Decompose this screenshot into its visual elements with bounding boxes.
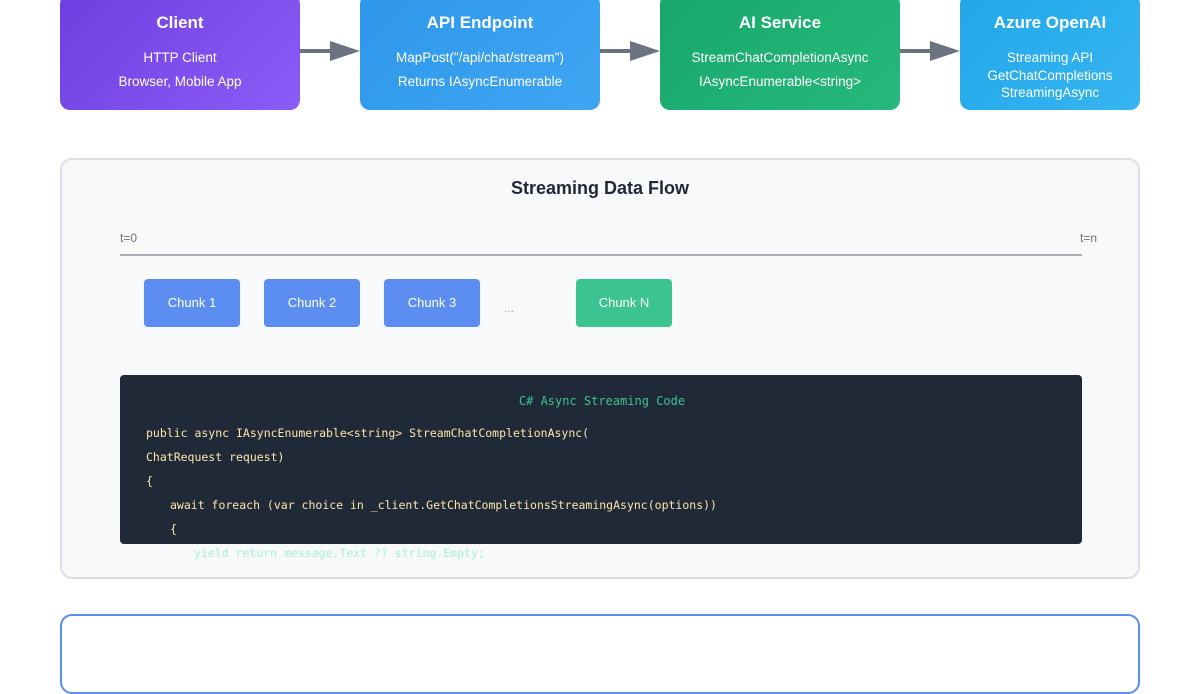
ai-service-box: AI Service StreamChatCompletionAsync IAs… [660,0,900,110]
code-line: ChatRequest request) [146,450,285,464]
code-title: C# Async Streaming Code [518,394,686,408]
chunk-n: Chunk N [576,279,672,327]
api-endpoint-line-1: MapPost("/api/chat/stream") [396,50,564,65]
code-line: yield return message.Text ?? string.Empt… [194,546,485,560]
code-block [120,375,1082,544]
code-line: public async IAsyncEnumerable<string> St… [146,426,590,440]
ai-service-title: AI Service [738,13,822,32]
azure-openai-line-2: GetChatCompletions [987,68,1113,83]
api-endpoint-title: API Endpoint [426,13,534,32]
azure-openai-line-3: StreamingAsync [1000,85,1100,100]
bottom-panel [60,614,1140,694]
timeline-end-label: t=n [1080,231,1098,245]
azure-openai-title: Azure OpenAI [993,13,1107,32]
arrow-api-to-ai-service [600,41,660,61]
api-endpoint-line-2: Returns IAsyncEnumerable [397,74,563,89]
ai-service-line-1: StreamChatCompletionAsync [691,50,869,65]
flow-title: Streaming Data Flow [510,178,690,198]
client-title: Client [156,13,204,32]
azure-openai-box: Azure OpenAI Streaming API GetChatComple… [960,0,1140,110]
chunk-ellipsis: ... [504,301,515,315]
timeline-line [120,254,1082,256]
code-line: { [170,522,177,536]
chunk-1: Chunk 1 [144,279,240,327]
arrow-ai-service-to-azure [900,41,960,61]
ai-service-line-2: IAsyncEnumerable<string> [698,74,862,89]
arrow-client-to-api [300,41,360,61]
chunk-2: Chunk 2 [264,279,360,327]
streaming-data-flow-panel: Streaming Data Flow t=0 t=n Chunk 1 Chun… [60,158,1140,579]
chunk-3: Chunk 3 [384,279,480,327]
azure-openai-line-1: Streaming API [1006,50,1094,65]
client-box: Client HTTP Client Browser, Mobile App [60,0,300,110]
timeline-start-label: t=0 [120,231,138,245]
client-line-2: Browser, Mobile App [118,74,242,89]
code-line: await foreach (var choice in _client.Get… [170,498,717,512]
client-line-1: HTTP Client [143,50,217,65]
api-endpoint-box: API Endpoint MapPost("/api/chat/stream")… [360,0,600,110]
code-line: { [146,474,153,488]
